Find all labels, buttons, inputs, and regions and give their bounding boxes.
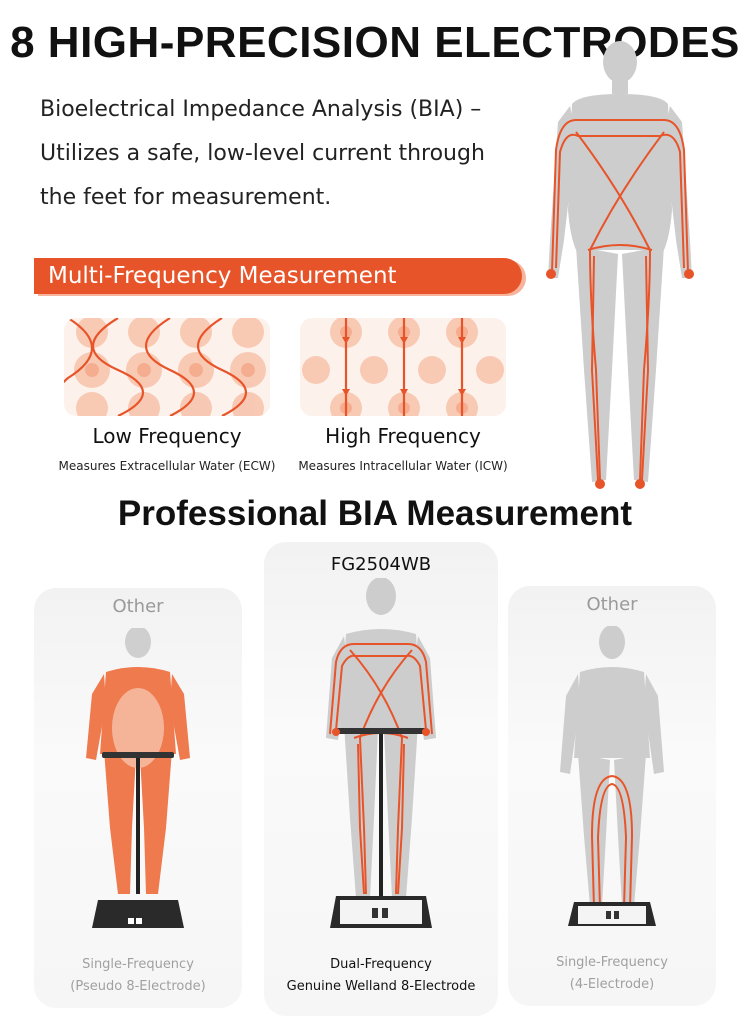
card-caption-line-1: Single-Frequency <box>82 957 194 972</box>
intro-text: Bioelectrical Impedance Analysis (BIA) –… <box>40 88 510 220</box>
card-model-name: FG2504WB <box>330 554 432 575</box>
card-caption: Single-Frequency (Pseudo 8-Electrode) <box>34 954 242 998</box>
banner-label: Multi-Frequency Measurement <box>48 263 397 289</box>
hero-current-paths <box>551 119 689 481</box>
genuine-8-electrode-figure <box>326 578 436 928</box>
4-electrode-figure <box>560 626 664 926</box>
card-tag: Other <box>112 596 164 617</box>
multi-frequency-banner: Multi-Frequency Measurement <box>34 258 522 294</box>
card-caption-line-2: Genuine Welland 8-Electrode <box>286 979 476 994</box>
hero-body-silhouette <box>548 41 692 482</box>
pseudo-8-electrode-figure <box>86 628 190 928</box>
card-caption-line-1: Dual-Frequency <box>330 957 432 972</box>
card-tag: Other <box>586 594 638 615</box>
low-frequency-cells-illustration <box>64 318 270 416</box>
comparison-title: Professional BIA Measurement <box>117 494 633 533</box>
high-frequency-label: High Frequency <box>325 424 481 448</box>
intro-line-1: Bioelectrical Impedance Analysis (BIA) – <box>40 97 482 122</box>
hero-body-figure <box>546 41 694 489</box>
hero-electrodes <box>546 269 694 489</box>
low-frequency-label: Low Frequency <box>92 424 242 448</box>
intro-line-2: Utilizes a safe, low-level current throu… <box>40 141 485 166</box>
intro-line-3: the feet for measurement. <box>40 185 332 210</box>
card-caption: Dual-Frequency Genuine Welland 8-Electro… <box>264 954 498 998</box>
high-frequency-desc: Measures Intracellular Water (ICW) <box>298 459 508 473</box>
comparison-card-pseudo-8-electrode: Other Single-Frequency (Pseudo 8-Electro… <box>34 588 242 1008</box>
card-caption: Single-Frequency (4-Electrode) <box>508 952 716 996</box>
card-caption-line-2: (Pseudo 8-Electrode) <box>70 979 206 994</box>
comparison-card-4-electrode: Other Single-Frequency (4-Electrode) <box>508 586 716 1006</box>
comparison-card-genuine-8-electrode: FG2504WB Dual-Frequency Genuine Welland … <box>264 542 498 1016</box>
card-caption-line-2: (4-Electrode) <box>569 977 655 992</box>
high-frequency-cells-illustration <box>300 318 506 416</box>
card-caption-line-1: Single-Frequency <box>556 955 668 970</box>
low-frequency-desc: Measures Extracellular Water (ECW) <box>58 459 276 473</box>
